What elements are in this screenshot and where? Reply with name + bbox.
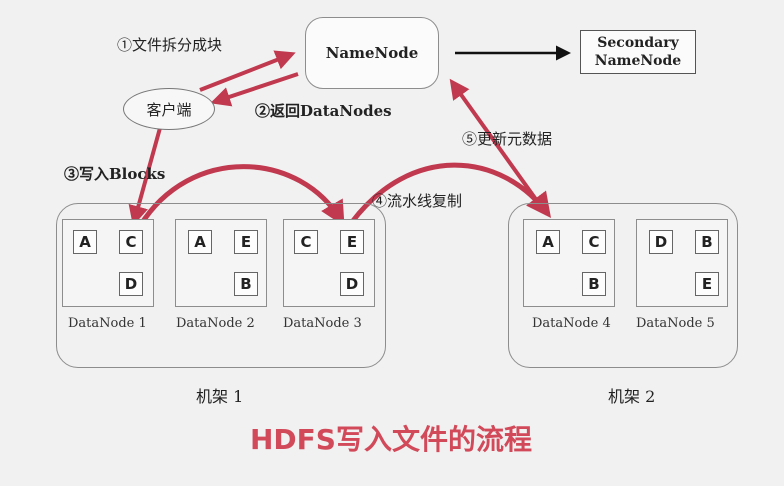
block: B: [695, 230, 719, 254]
block: D: [119, 272, 143, 296]
block: A: [188, 230, 212, 254]
step2-label: ②返回DataNodes: [255, 102, 392, 120]
step4-label: ④流水线复制: [372, 192, 463, 210]
block: C: [582, 230, 606, 254]
rack-1-label: 机架 1: [196, 387, 244, 406]
datanode-4: A C B: [523, 219, 615, 307]
datanode-4-label: DataNode 4: [532, 316, 611, 331]
step5-arrow: [449, 78, 548, 216]
secondary-namenode-box: Secondary NameNode: [580, 30, 696, 74]
block: B: [582, 272, 606, 296]
block: A: [73, 230, 97, 254]
datanode-2: A E B: [175, 219, 267, 307]
datanode-2-label: DataNode 2: [176, 316, 255, 331]
datanode-5: D B E: [636, 219, 728, 307]
block: E: [340, 230, 364, 254]
datanode-5-label: DataNode 5: [636, 316, 715, 331]
client-ellipse: 客户端: [123, 88, 215, 130]
datanode-3-label: DataNode 3: [283, 316, 362, 331]
step3-arrow: [128, 127, 162, 226]
step5-label: ⑤更新元数据: [462, 130, 553, 148]
secondary-line2: NameNode: [594, 53, 682, 69]
datanode-1-label: DataNode 1: [68, 316, 147, 331]
rack-1: [56, 203, 386, 368]
datanode-3: C E D: [283, 219, 375, 307]
namenode-label: NameNode: [325, 44, 419, 62]
rack-2-label: 机架 2: [608, 387, 656, 406]
diagram-title: HDFS写入文件的流程: [250, 423, 532, 456]
datanode-1: A C D: [62, 219, 154, 307]
block: D: [340, 272, 364, 296]
client-label: 客户端: [146, 100, 192, 119]
step1-arrow: [199, 50, 296, 92]
rack-2: [508, 203, 738, 368]
secondary-line1: Secondary: [597, 35, 679, 51]
step4-arrow-a: [137, 164, 345, 228]
block: D: [649, 230, 673, 254]
block: A: [536, 230, 560, 254]
block: B: [234, 272, 258, 296]
step3-label: ③写入Blocks: [64, 165, 166, 183]
step2-arrow: [210, 72, 299, 107]
step1-label: ①文件拆分成块: [117, 36, 223, 54]
block: E: [695, 272, 719, 296]
block: C: [294, 230, 318, 254]
block: E: [234, 230, 258, 254]
namenode-box: NameNode: [305, 17, 439, 89]
block: C: [119, 230, 143, 254]
